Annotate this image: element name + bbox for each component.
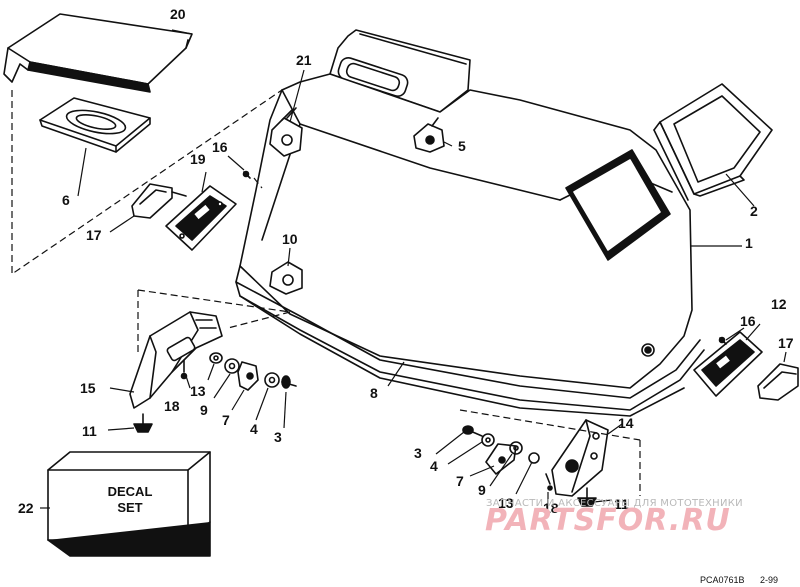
diagram-date: 2-99 bbox=[760, 575, 779, 585]
callout-18-left: 18 bbox=[164, 398, 180, 414]
callout-9-left: 9 bbox=[200, 402, 208, 418]
callout-13-right: 13 bbox=[498, 495, 514, 511]
callout-22: 22 bbox=[18, 500, 34, 516]
callout-7-right: 7 bbox=[456, 473, 464, 489]
callout-15: 15 bbox=[80, 380, 96, 396]
callout-4-left: 4 bbox=[250, 421, 258, 437]
grommet-21 bbox=[269, 107, 303, 157]
callout-9-right: 9 bbox=[478, 482, 486, 498]
seal-part bbox=[39, 97, 151, 153]
decal-set-box bbox=[47, 451, 211, 557]
left-latch-handle bbox=[131, 183, 187, 219]
callout-13-left: 13 bbox=[190, 383, 206, 399]
grommet-5 bbox=[413, 117, 445, 153]
decal-line-1: DECAL bbox=[107, 484, 153, 499]
callout-11-left: 11 bbox=[82, 423, 97, 439]
left-latch-plate bbox=[165, 185, 237, 251]
callout-6: 6 bbox=[62, 192, 70, 208]
left-latch-bracket bbox=[129, 311, 223, 409]
decal-line-2: SET bbox=[117, 500, 143, 516]
screw-16-left bbox=[242, 170, 251, 179]
watermark-caption: ЗАПЧАСТИ И АКСЕССУАРЫ ДЛЯ МОТОТЕХНИКИ bbox=[486, 498, 743, 509]
callout-4-right: 4 bbox=[430, 458, 438, 474]
callout-3-right: 3 bbox=[414, 445, 422, 461]
callout-8: 8 bbox=[370, 385, 378, 401]
right-latch-plate bbox=[693, 331, 763, 397]
callout-14: 14 bbox=[618, 415, 634, 431]
diagram-code: PCA0761B bbox=[700, 575, 745, 585]
callout-1: 1 bbox=[745, 235, 753, 251]
callout-21: 21 bbox=[296, 52, 312, 68]
side-vent-part bbox=[653, 83, 773, 201]
callout-16-right: 16 bbox=[740, 313, 756, 329]
right-latch-handle bbox=[757, 363, 799, 401]
callout-5: 5 bbox=[458, 138, 466, 154]
callout-12: 12 bbox=[771, 296, 787, 312]
screw-16-right bbox=[718, 336, 727, 345]
callout-3-left: 3 bbox=[274, 429, 282, 445]
motor-cover-part bbox=[235, 29, 705, 417]
callout-17-left: 17 bbox=[86, 227, 102, 243]
rear-cap-part bbox=[3, 13, 193, 93]
callout-2: 2 bbox=[750, 203, 758, 219]
callout-11-right: 11 bbox=[614, 496, 629, 512]
callout-10: 10 bbox=[282, 231, 298, 247]
callout-20: 20 bbox=[170, 6, 186, 22]
callout-7-left: 7 bbox=[222, 412, 230, 428]
left-latch-hardware bbox=[133, 352, 297, 433]
callout-16-left: 16 bbox=[212, 139, 228, 155]
watermark-logo: PARTSFOR.RU bbox=[485, 503, 731, 538]
callout-19: 19 bbox=[190, 151, 206, 167]
decal-set-label: DECAL SET bbox=[80, 484, 180, 517]
callout-18-right: 18 bbox=[543, 500, 559, 516]
callout-17-right: 17 bbox=[778, 335, 794, 351]
right-latch-bracket bbox=[551, 419, 609, 497]
